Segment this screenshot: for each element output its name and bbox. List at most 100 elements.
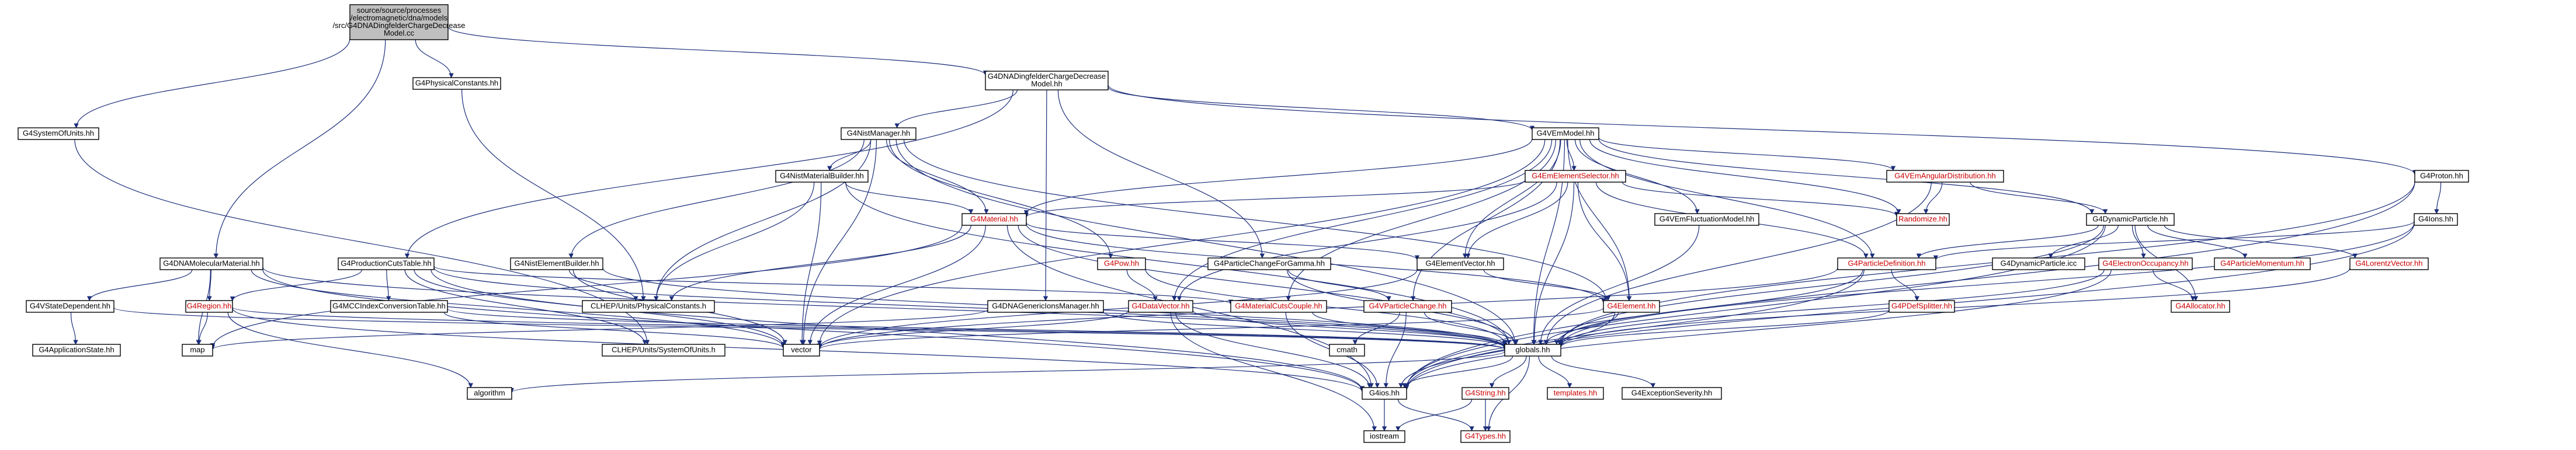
node-label: G4NistMaterialBuilder.hh <box>780 171 864 180</box>
edge-g4nistmanager-to-vector <box>801 139 877 345</box>
node-globals[interactable]: globals.hh <box>1504 344 1561 357</box>
node-box <box>182 344 213 357</box>
node-root[interactable]: source/source/processes/electromagnetic/… <box>333 4 466 40</box>
node-g4materialcutscouple[interactable]: G4MaterialCutsCouple.hh <box>1230 300 1327 313</box>
edge-g4dynamicparticle-to-g4dynamicparticleicc <box>2048 225 2119 259</box>
node-templates[interactable]: templates.hh <box>1547 387 1604 400</box>
node-g4proton[interactable]: G4Proton.hh <box>2414 170 2469 183</box>
node-g4particlechangeforgamma[interactable]: G4ParticleChangeForGamma.hh <box>1207 257 1331 270</box>
node-g4nistmaterialbuilder[interactable]: G4NistMaterialBuilder.hh <box>775 170 869 183</box>
edge-g4lorentzvector-to-globals <box>1558 267 2351 348</box>
node-g4string[interactable]: G4String.hh <box>1461 387 1509 400</box>
node-label: G4ios.hh <box>1369 388 1400 397</box>
edge-g4ions-to-g4particledefinition <box>1933 221 2415 261</box>
node-g4dnamolecularmaterial[interactable]: G4DNAMolecularMaterial.hh <box>159 257 263 270</box>
node-g4lorentzvector[interactable]: G4LorentzVector.hh <box>2349 257 2429 270</box>
edge-g4nistmanager-to-clhepphysicalconstants <box>654 139 872 301</box>
node-label: G4VEmFluctuationModel.hh <box>1660 214 1755 223</box>
node-g4pdefsplitter[interactable]: G4PDefSplitter.hh <box>1888 300 1955 313</box>
edge-g4dnadingfelder-to-g4dnagenericionsmanager <box>1043 89 1049 301</box>
node-g4dnagenericionsmanager[interactable]: G4DNAGenericIonsManager.hh <box>987 300 1104 313</box>
node-g4vemfluctuationmodel[interactable]: G4VEmFluctuationModel.hh <box>1654 213 1759 226</box>
edge-g4emelementselector-to-globals <box>1532 182 1575 345</box>
node-box <box>1230 300 1327 313</box>
edge-g4dynamicparticle-to-g4ios <box>1404 225 2106 389</box>
node-box <box>18 127 99 140</box>
node-g4vemangulardistribution[interactable]: G4VEmAngularDistribution.hh <box>1886 170 2004 183</box>
node-g4material[interactable]: G4Material.hh <box>961 213 1027 226</box>
edge-g4dynamicparticle-to-g4lorentzvector <box>2164 225 2358 259</box>
edge-g4material-to-g4elementvector <box>1026 222 1420 260</box>
node-g4exceptionseverity[interactable]: G4ExceptionSeverity.hh <box>1622 387 1722 400</box>
node-randomize[interactable]: Randomize.hh <box>1896 213 1950 226</box>
edge-globals-to-g4exceptionseverity <box>1551 355 1655 388</box>
node-label: G4LorentzVector.hh <box>2356 259 2423 267</box>
node-g4applicationstate[interactable]: G4ApplicationState.hh <box>32 344 121 357</box>
edge-g4vemmodel-to-g4vemangulardistribution <box>1598 137 1896 171</box>
node-g4vparticlechange[interactable]: G4VParticleChange.hh <box>1363 300 1452 313</box>
node-g4nistelementbuilder[interactable]: G4NistElementBuilder.hh <box>510 257 603 270</box>
node-box <box>32 344 121 357</box>
node-g4allocator[interactable]: G4Allocator.hh <box>2171 300 2230 313</box>
edge-g4dnamolecularmaterial-to-globals <box>262 267 1507 349</box>
node-g4element[interactable]: G4Element.hh <box>1603 300 1660 313</box>
node-box <box>1363 430 1405 443</box>
node-g4ios[interactable]: G4ios.hh <box>1362 387 1407 400</box>
edge-g4vemangulardistribution-to-g4dynamicparticle <box>1970 182 2108 214</box>
node-g4physicalconstants[interactable]: G4PhysicalConstants.hh <box>412 77 501 90</box>
edge-g4vemmodel-to-g4dynamicparticle <box>1598 138 2095 214</box>
node-g4productioncutstable[interactable]: G4ProductionCutsTable.hh <box>338 257 435 270</box>
node-g4systemofunits[interactable]: G4SystemOfUnits.hh <box>18 127 99 140</box>
node-box <box>1207 257 1331 270</box>
node-g4pow[interactable]: G4Pow.hh <box>1097 257 1146 270</box>
node-label: G4NistManager.hh <box>847 128 910 137</box>
edge-g4vemmodel-to-g4datavector <box>1172 139 1553 301</box>
node-g4vstatedependent[interactable]: G4VStateDependent.hh <box>26 300 114 313</box>
node-box <box>1128 300 1193 313</box>
node-g4mccindexconversiontable[interactable]: G4MCCIndexConversionTable.hh <box>330 300 448 313</box>
node-g4elementvector[interactable]: G4ElementVector.hh <box>1417 257 1504 270</box>
node-clhepsystemofunits[interactable]: CLHEP/Units/SystemOfUnits.h <box>602 344 725 357</box>
node-g4nistmanager[interactable]: G4NistManager.hh <box>841 127 916 140</box>
edge-g4dnagenericionsmanager-to-map <box>210 309 988 350</box>
node-g4types[interactable]: G4Types.hh <box>1460 430 1511 443</box>
node-box <box>1547 387 1604 400</box>
edge-root-to-g4dnadingfelder <box>447 26 988 76</box>
node-label: Randomize.hh <box>1898 214 1947 223</box>
node-map: map <box>182 344 213 357</box>
node-label: G4Material.hh <box>970 214 1018 223</box>
node-label: G4VEmModel.hh <box>1537 128 1595 137</box>
edge-g4productioncutstable-to-clhepsystemofunits <box>404 269 648 345</box>
node-vector: vector <box>783 344 820 357</box>
node-label: G4VEmAngularDistribution.hh <box>1894 171 1995 180</box>
node-label: G4DNAGenericIonsManager.hh <box>992 301 1099 310</box>
node-g4emelementselector[interactable]: G4EmElementSelector.hh <box>1525 170 1626 183</box>
edge-g4vemmodel-to-g4vemfluctuationmodel <box>1574 139 1700 214</box>
edge-g4dnadingfelder-to-g4vemmodel <box>1108 86 1535 131</box>
node-box <box>349 4 449 40</box>
edge-g4dnadingfelder-to-g4proton <box>1108 85 2417 175</box>
node-g4ions[interactable]: G4Ions.hh <box>2414 213 2458 226</box>
node-label: G4MCCIndexConversionTable.hh <box>332 301 446 310</box>
node-box <box>1532 127 1599 140</box>
edge-g4nistmaterialbuilder-to-g4material <box>845 182 974 214</box>
node-g4region[interactable]: G4Region.hh <box>185 300 233 313</box>
node-label: G4EmElementSelector.hh <box>1532 171 1619 180</box>
edge-g4vparticlechange-to-g4ios <box>1383 312 1407 388</box>
edge-globals-to-templates <box>1538 355 1572 388</box>
edge-root-to-g4physicalconstants <box>415 39 454 78</box>
node-label: G4String.hh <box>1465 388 1505 397</box>
node-label: G4Ions.hh <box>2418 214 2453 223</box>
node-g4datavector[interactable]: G4DataVector.hh <box>1128 300 1193 313</box>
node-clhepphysicalconstants[interactable]: CLHEP/Units/PhysicalConstants.h <box>582 300 715 313</box>
node-g4vemmodel[interactable]: G4VEmModel.hh <box>1532 127 1599 140</box>
node-g4particlemomentum[interactable]: G4ParticleMomentum.hh <box>2214 257 2311 270</box>
node-g4particledefinition[interactable]: G4ParticleDefinition.hh <box>1837 257 1936 270</box>
edge-g4dynamicparticle-to-g4particledefinition <box>1916 225 2099 259</box>
node-g4dynamicparticle[interactable]: G4DynamicParticle.hh <box>2086 213 2175 226</box>
node-g4electronoccupancy[interactable]: G4ElectronOccupancy.hh <box>2098 257 2193 270</box>
edge-g4datavector-to-globals <box>1192 310 1508 348</box>
node-box <box>1460 430 1511 443</box>
